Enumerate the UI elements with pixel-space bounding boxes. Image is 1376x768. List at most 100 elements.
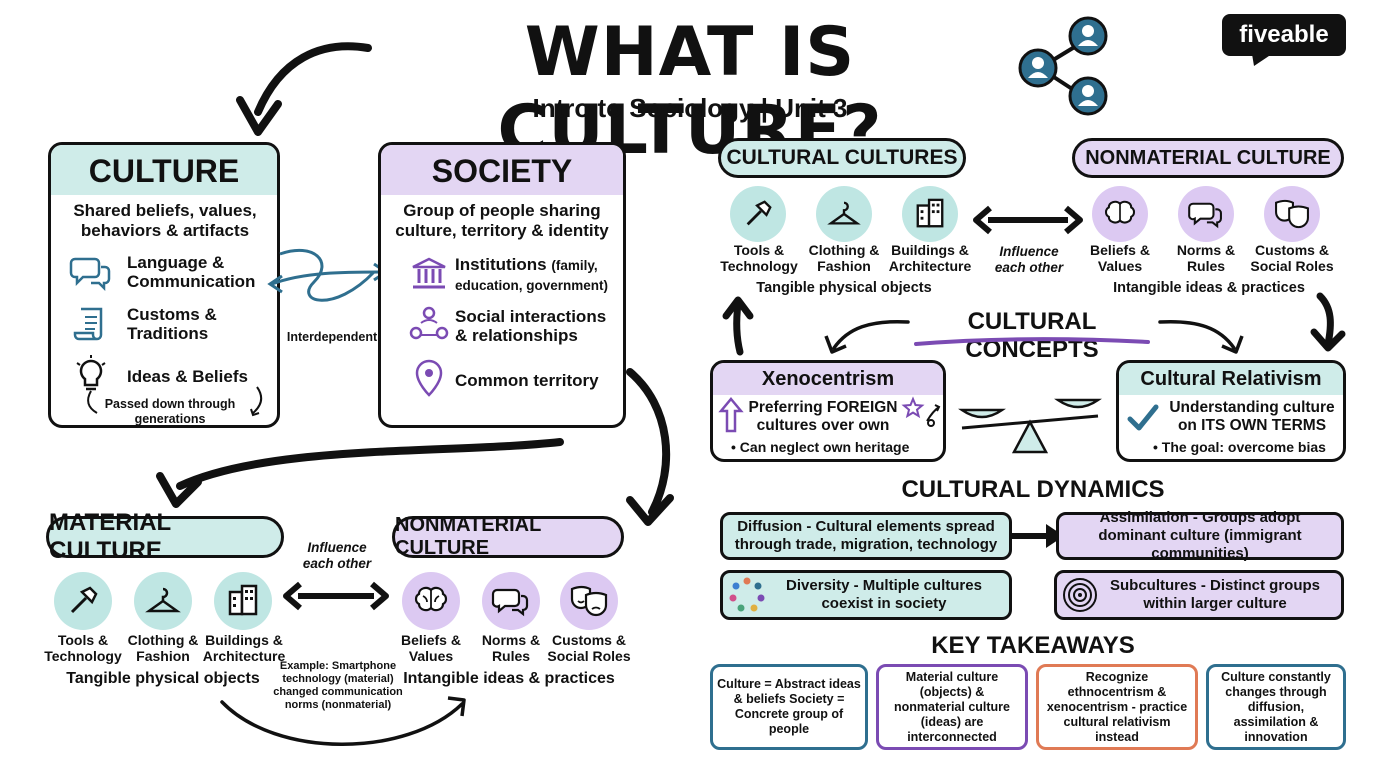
hammer-icon <box>746 200 772 226</box>
scroll-icon <box>73 307 103 341</box>
culture-heading: CULTURE <box>88 153 240 189</box>
right-customs-label: Customs & Social Roles <box>1250 242 1334 274</box>
left-material-heading: MATERIAL CULTURE <box>46 509 284 564</box>
speech-bubbles-icon <box>69 257 111 292</box>
right-customs-icon-circle <box>1264 186 1320 242</box>
right-material-heading: CULTURAL CULTURES <box>718 138 966 178</box>
culture-heading-band <box>51 145 277 195</box>
left-nonmaterial-heading: NONMATERIAL CULTURE <box>392 514 624 559</box>
society-item-interactions: Social interactions & relationships <box>455 307 607 345</box>
map-pin-icon <box>415 359 443 397</box>
culture-note: Passed down through generations <box>104 397 236 426</box>
left-norms-icon-circle <box>482 572 540 630</box>
arrow-diffusion-to-assimilation <box>1012 524 1064 548</box>
left-buildings-icon-circle <box>214 572 272 630</box>
star-icon <box>901 396 941 427</box>
xenocentrism-box: Xenocentrism Preferring FOREIGN cultures… <box>710 360 946 462</box>
relativism-line1: Understanding culture <box>1169 399 1335 416</box>
institution-icon <box>412 257 446 289</box>
left-tools-icon-circle <box>54 572 112 630</box>
takeaway-text-4: Culture constantly changes through diffu… <box>1221 669 1331 744</box>
building-icon <box>916 198 944 228</box>
left-clothing-label: Clothing & Fashion <box>127 632 199 664</box>
diversity-text: Diversity - Multiple cultures coexist in… <box>786 577 982 612</box>
left-clothing-icon-circle <box>134 572 192 630</box>
society-item-institutions: Institutions (family, education, governm… <box>455 255 625 295</box>
arrow-concepts-left <box>824 319 910 354</box>
left-beliefs-icon-circle <box>402 572 460 630</box>
arrow-title-to-culture <box>236 42 372 136</box>
culture-item-ideas: Ideas & Beliefs <box>127 367 248 386</box>
relativism-heading: Cultural Relativism <box>1140 368 1322 390</box>
left-double-arrow <box>283 581 389 611</box>
hanger-icon <box>827 201 861 225</box>
society-box: SOCIETY Group of people sharing culture,… <box>378 142 626 428</box>
left-influence-label: Influence each other <box>302 540 372 571</box>
theater-masks-icon <box>570 585 608 617</box>
concepts-underline <box>914 337 1150 346</box>
right-nonmaterial-footer: Intangible ideas & practices <box>1113 280 1305 296</box>
society-heading-band <box>381 145 623 195</box>
relativism-box: Cultural Relativism Understanding cultur… <box>1116 360 1346 462</box>
cultural-dynamics-heading: CULTURAL DYNAMICS <box>901 476 1165 503</box>
right-buildings-label: Buildings & Architecture <box>888 242 972 274</box>
speech-bubbles-icon <box>1188 202 1222 229</box>
takeaway-card-2: Material culture (objects) & nonmaterial… <box>876 664 1028 750</box>
right-norms-icon-circle <box>1178 186 1234 242</box>
diversity-box: Diversity - Multiple cultures coexist in… <box>720 570 1012 620</box>
interdependent-arrows <box>267 248 389 302</box>
diffusion-box: Diffusion - Cultural elements spread thr… <box>720 512 1012 560</box>
left-nonmaterial-footer: Intangible ideas & practices <box>403 670 615 687</box>
society-heading: SOCIETY <box>431 153 573 189</box>
xeno-heading: Xenocentrism <box>761 368 895 390</box>
society-item-territory: Common territory <box>455 371 599 390</box>
xeno-line1: Preferring FOREIGN <box>748 399 898 416</box>
right-beliefs-icon-circle <box>1092 186 1148 242</box>
share-network-icon <box>1018 16 1108 116</box>
arrow-to-cultural-cultures <box>722 296 754 356</box>
left-beliefs-label: Beliefs & Values <box>401 632 461 664</box>
left-norms-label: Norms & Rules <box>481 632 541 664</box>
takeaway-card-1: Culture = Abstract ideas & beliefs Socie… <box>710 664 868 750</box>
left-customs-icon-circle <box>560 572 618 630</box>
right-beliefs-label: Beliefs & Values <box>1090 242 1150 274</box>
right-clothing-label: Clothing & Fashion <box>808 242 880 274</box>
right-tools-label: Tools & Technology <box>720 242 798 274</box>
key-takeaways-heading: KEY TAKEAWAYS <box>931 632 1135 659</box>
institutions-detail: (family, education, government) <box>455 258 609 293</box>
right-double-arrow <box>973 205 1083 235</box>
relativism-line2: on ITS OWN TERMS <box>1177 417 1327 434</box>
example-note: Example: Smartphone technology (material… <box>273 660 403 711</box>
relativism-bullet: • The goal: overcome bias <box>1153 439 1326 455</box>
page-title: WHAT IS CULTURE? <box>497 13 883 170</box>
interdependent-label: Interdependent <box>286 330 378 344</box>
right-influence-label: Influence each other <box>994 244 1064 275</box>
takeaway-text-3: Recognize ethnocentrism & xenocentrism -… <box>1046 669 1188 744</box>
takeaway-card-4: Culture constantly changes through diffu… <box>1206 664 1346 750</box>
up-arrow-icon <box>718 397 744 433</box>
lightbulb-icon <box>76 355 106 391</box>
balance-scale-icon <box>958 398 1102 454</box>
right-clothing-icon-circle <box>816 186 872 242</box>
brand-logo[interactable]: fiveable <box>1222 14 1346 56</box>
culture-definition: Shared beliefs, values, behaviors & arti… <box>73 201 257 240</box>
left-material-footer: Tangible physical objects <box>66 670 260 687</box>
diffusion-text: Diffusion - Cultural elements spread thr… <box>734 518 998 553</box>
right-buildings-icon-circle <box>902 186 958 242</box>
assimilation-box: Assimilation - Groups adopt dominant cul… <box>1056 509 1344 562</box>
takeaway-text-2: Material culture (objects) & nonmaterial… <box>894 669 1010 744</box>
example-curved-arrow <box>220 696 466 746</box>
culture-box: CULTURE Shared beliefs, values, behavior… <box>48 142 280 428</box>
arrow-to-relativism <box>1310 292 1346 352</box>
theater-masks-icon <box>1275 199 1309 229</box>
institutions-label: Institutions <box>455 255 547 274</box>
xeno-line2: cultures over own <box>756 417 890 434</box>
xeno-heading-band <box>713 363 943 395</box>
culture-item-language: Language & Communication <box>127 253 256 291</box>
arrow-concepts-right <box>1158 319 1244 354</box>
subcultures-text: Subcultures - Distinct groups within lar… <box>1109 577 1320 612</box>
right-material-footer: Tangible physical objects <box>756 280 932 296</box>
people-network-icon <box>409 306 449 340</box>
arrow-to-nonmaterial <box>626 368 674 526</box>
checkmark-icon <box>1127 404 1159 431</box>
